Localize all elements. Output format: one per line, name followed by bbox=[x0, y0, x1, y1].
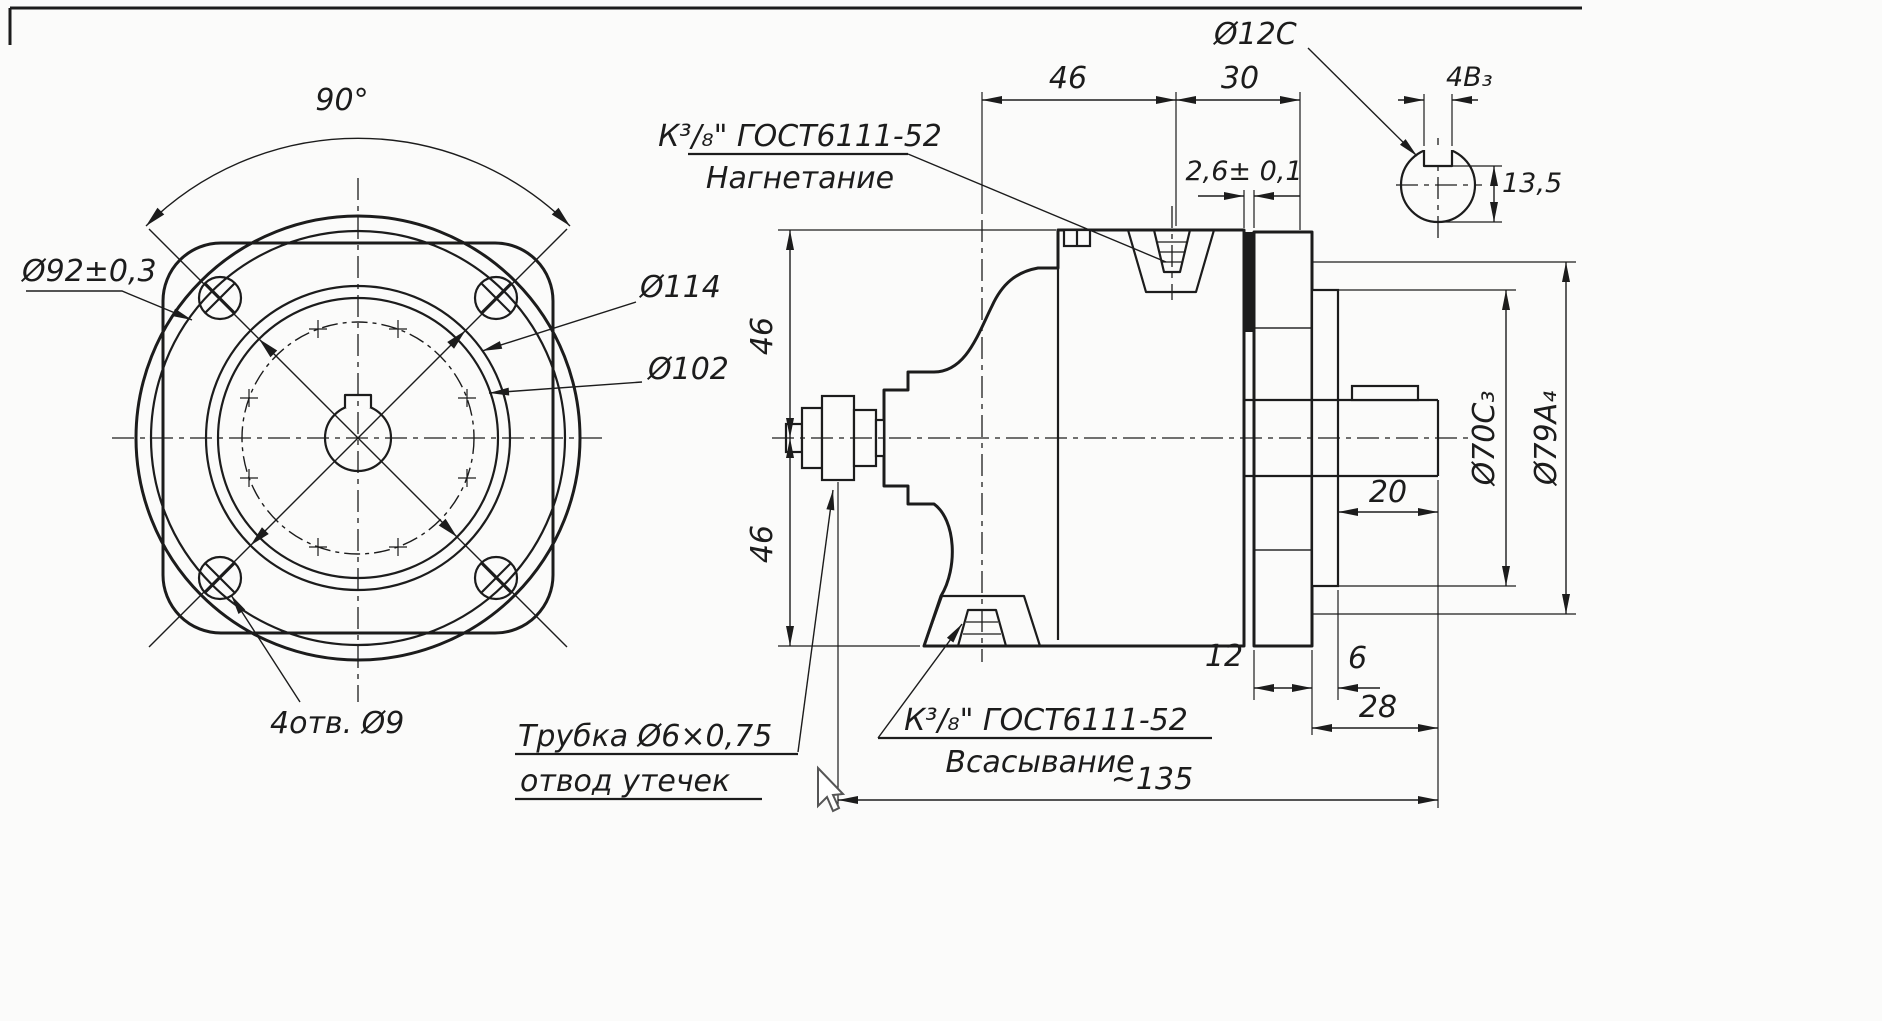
dim-46-upper-label: 46 bbox=[745, 317, 780, 355]
leader-dia-102 bbox=[488, 381, 643, 396]
shim-strip bbox=[1244, 232, 1254, 332]
dim-12-6 bbox=[1253, 590, 1380, 735]
key-depth-label: 13,5 bbox=[1502, 168, 1562, 199]
pitch-ticks bbox=[240, 320, 476, 556]
dia-79-label: Ø79А₄ bbox=[1529, 391, 1564, 487]
suction-thread-label: К³/₈" ГОСТ6111-52 bbox=[904, 703, 1188, 738]
dia-92-label: Ø92±0,3 bbox=[20, 254, 157, 289]
front-view: 90° Ø92±0,3 Ø114 Ø102 4отв. Ø9 bbox=[20, 83, 729, 741]
dim-2-6 bbox=[1198, 190, 1300, 228]
discharge-port bbox=[1126, 206, 1216, 300]
angle-dimension-90 bbox=[145, 137, 571, 227]
discharge-callout: К³/₈" ГОСТ6111-52 Нагнетание bbox=[658, 119, 1167, 263]
dim-6-label: 6 bbox=[1348, 641, 1367, 676]
dim-46-lower-label: 46 bbox=[745, 525, 780, 563]
bolt-hole-bottom-right bbox=[473, 555, 519, 601]
angle-90-label: 90° bbox=[315, 83, 368, 118]
suction-callout: К³/₈" ГОСТ6111-52 Всасывание bbox=[877, 623, 1212, 780]
dia-12c-label: Ø12C bbox=[1212, 17, 1297, 52]
discharge-name-label: Нагнетание bbox=[706, 161, 894, 196]
dim-46-46-left bbox=[778, 229, 1056, 647]
holes-label: 4отв. Ø9 bbox=[270, 706, 404, 741]
dim-135-label: ~135 bbox=[1111, 762, 1193, 797]
tube-callout: Трубка Ø6×0,75 отвод утечек bbox=[515, 489, 835, 801]
dia-70-label: Ø70С₃ bbox=[1467, 391, 1502, 488]
bolt-hole-top-right bbox=[473, 275, 519, 321]
dim-30-label: 30 bbox=[1221, 61, 1259, 96]
dia-102-label: Ø102 bbox=[646, 352, 729, 387]
diagonal-dimensions bbox=[148, 228, 568, 648]
dim-20 bbox=[1338, 480, 1439, 808]
key-width-label: 4В₃ bbox=[1446, 62, 1493, 93]
dim-dia-79 bbox=[1312, 261, 1576, 615]
suction-name-label: Всасывание bbox=[945, 745, 1134, 780]
tube-note-label: Трубка Ø6×0,75 bbox=[518, 719, 772, 754]
section-view: К³/₈" ГОСТ6111-52 Нагнетание К³/₈" ГОСТ6… bbox=[515, 17, 1576, 808]
dim-28-label: 28 bbox=[1359, 690, 1397, 725]
leader-dia-114 bbox=[481, 301, 637, 352]
leader-dia-92 bbox=[26, 290, 193, 321]
dim-46-top-label: 46 bbox=[1049, 61, 1087, 96]
shaft-section-detail bbox=[1307, 47, 1502, 240]
dim-2-6-label: 2,6± 0,1 bbox=[1185, 156, 1302, 187]
suction-port bbox=[922, 594, 1042, 648]
dim-dia-70 bbox=[1338, 289, 1516, 587]
discharge-thread-label: К³/₈" ГОСТ6111-52 bbox=[658, 119, 942, 154]
mounting-flange bbox=[1252, 230, 1314, 648]
mouse-cursor bbox=[817, 765, 846, 813]
tube-name-label: отвод утечек bbox=[520, 764, 730, 799]
sheet-frame bbox=[8, 6, 1582, 45]
dim-46-30-top bbox=[981, 92, 1301, 230]
dim-12-label: 12 bbox=[1205, 639, 1243, 674]
shaft-key bbox=[1350, 384, 1420, 402]
dim-135 bbox=[837, 482, 1438, 808]
bolt-hole-top-left bbox=[197, 275, 243, 321]
dim-20-label: 20 bbox=[1369, 475, 1407, 510]
leader-holes bbox=[230, 594, 301, 703]
dia-114-label: Ø114 bbox=[638, 270, 721, 305]
bolt-hole-bottom-left bbox=[197, 555, 243, 601]
